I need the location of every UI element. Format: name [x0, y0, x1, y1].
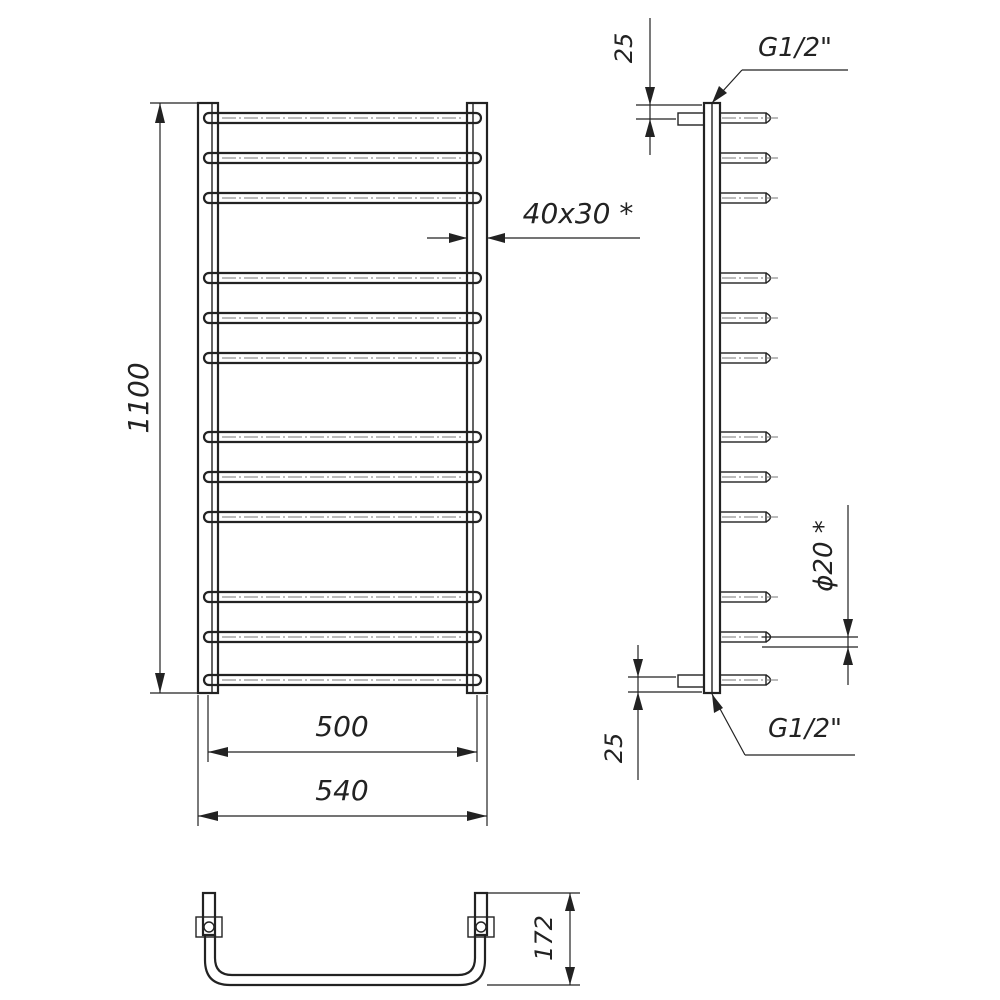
front-rungs: [202, 111, 483, 687]
front-rung-8: [202, 470, 483, 484]
depth-dimension: 172: [487, 892, 580, 986]
front-rung-4: [202, 271, 483, 285]
profile-label: 40x30 *: [523, 197, 634, 230]
bottom-connection-callout: G1/2": [711, 693, 855, 756]
tube-diameter-label: ϕ20 *: [809, 520, 839, 592]
front-rung-9: [202, 510, 483, 524]
height-dimension: 1100: [122, 102, 216, 694]
top-view-right-post: [473, 891, 489, 937]
total-width-label: 540: [315, 774, 368, 807]
inner-width-label: 500: [315, 710, 368, 743]
total-width-dimension: 540: [197, 695, 488, 826]
side-rungs: [719, 112, 778, 686]
top-offset-label: 25: [610, 33, 638, 64]
front-rung-5: [202, 311, 483, 325]
profile-dimension: 40x30 *: [427, 197, 640, 243]
top-view-left-post: [201, 891, 217, 937]
tube-diameter-dimension: ϕ20 *: [762, 505, 858, 685]
top-view: [195, 891, 495, 987]
top-view-left-flange: [195, 916, 223, 938]
front-rung-10: [202, 590, 483, 604]
left-post: [196, 101, 220, 695]
front-rung-3: [202, 191, 483, 205]
front-rung-1: [202, 111, 483, 125]
side-view: [677, 101, 778, 695]
front-rung-6: [202, 351, 483, 365]
top-view-right-flange: [467, 916, 495, 938]
bottom-inlet-stub: [677, 674, 705, 688]
front-rung-12: [202, 673, 483, 687]
top-offset-dimension: 25: [610, 18, 702, 155]
bottom-connection-label: G1/2": [768, 714, 842, 744]
top-connection-label: G1/2": [758, 33, 832, 63]
right-post: [465, 101, 489, 695]
front-rung-7: [202, 430, 483, 444]
top-inlet-stub: [677, 112, 705, 126]
front-view: [196, 101, 489, 695]
top-connection-callout: G1/2": [711, 33, 848, 104]
inner-width-dimension: 500: [207, 695, 478, 762]
depth-label: 172: [530, 915, 558, 961]
front-rung-2: [202, 151, 483, 165]
height-label: 1100: [122, 362, 155, 433]
front-rung-11: [202, 630, 483, 644]
bottom-offset-label: 25: [600, 733, 628, 764]
bottom-offset-dimension: 25: [600, 645, 702, 780]
